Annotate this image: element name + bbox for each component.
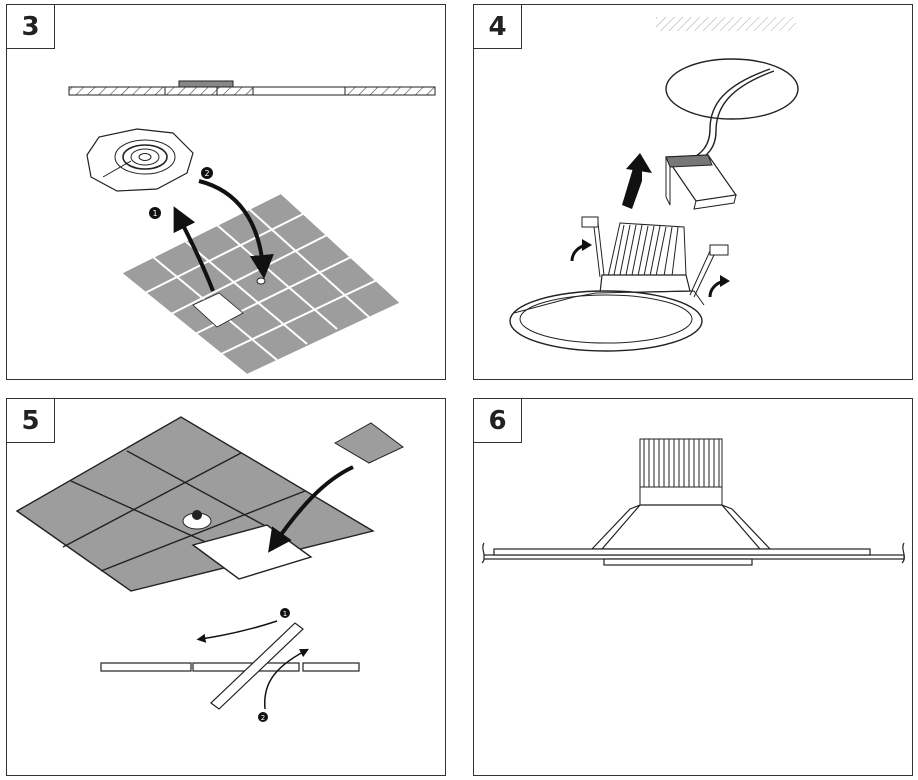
spring-clip-left — [581, 216, 605, 278]
tile-edge — [210, 622, 304, 710]
step-6-number: 6 — [488, 405, 507, 436]
step-3-panel: 3 — [6, 4, 446, 380]
step-5-panel: 5 1 2 — [6, 398, 446, 776]
fixture-top — [182, 510, 212, 530]
step-4-number: 4 — [488, 11, 507, 42]
marker-2 — [258, 712, 268, 722]
arrow-2 — [263, 648, 309, 710]
downlight-fixture — [509, 222, 705, 352]
mounting-hole — [256, 277, 266, 285]
ceiling-cross-section — [481, 542, 905, 566]
step-5-number: 5 — [21, 405, 40, 436]
step-5-illustration: 1 2 — [15, 416, 404, 722]
step-6-panel: 6 — [473, 398, 913, 776]
marker-1 — [280, 608, 290, 618]
marker-2-label: 2 — [204, 169, 209, 178]
step-5-number-box: 5 — [7, 399, 55, 443]
marker-1-label: 1 — [283, 610, 287, 618]
tile-insert-arrow — [268, 465, 354, 553]
removed-tile — [333, 422, 404, 464]
marker-1-label: 1 — [152, 209, 157, 218]
heat-sink — [639, 438, 723, 506]
marker-2-label: 2 — [261, 714, 265, 722]
ceiling-grid — [15, 416, 375, 592]
cable — [685, 68, 771, 162]
spring-clip-right — [689, 244, 729, 298]
step-3-number: 3 — [21, 11, 40, 42]
step-6-illustration — [481, 438, 905, 566]
reflector-housing — [590, 504, 772, 550]
ceiling-rail — [100, 662, 360, 672]
step-4-illustration — [509, 17, 799, 352]
arrow-1 — [196, 620, 278, 643]
marker-2 — [201, 167, 213, 179]
trim-plate — [86, 128, 194, 192]
step-3-number-box: 3 — [7, 5, 55, 49]
step-3-illustration: 1 2 — [68, 80, 436, 377]
marker-1 — [149, 207, 161, 219]
up-arrow — [622, 163, 642, 209]
ceiling-hatch — [656, 17, 796, 31]
ceiling-section — [68, 80, 436, 96]
arrow-1 — [173, 206, 215, 292]
driver-box — [664, 154, 738, 210]
step-4-panel: 4 — [473, 4, 913, 380]
arrow-2 — [198, 179, 274, 279]
step-6-number-box: 6 — [474, 399, 522, 443]
step-4-number-box: 4 — [474, 5, 522, 49]
ceiling-opening — [665, 58, 799, 120]
